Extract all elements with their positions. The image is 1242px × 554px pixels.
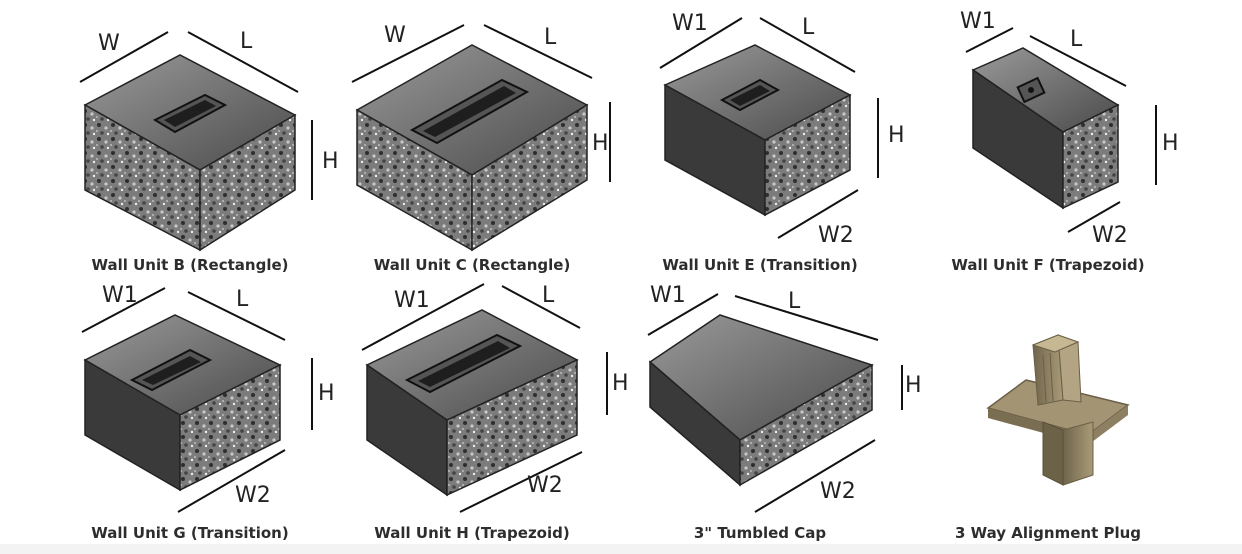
dim-l-label: L	[544, 25, 557, 50]
dim-h-label: H	[592, 131, 609, 156]
unit-cell-plug: 3 Way Alignment Plug	[898, 280, 1198, 548]
dim-h-label: H	[1162, 131, 1179, 156]
wall-unit-h-illustration: W1 L H W2	[361, 283, 629, 513]
dim-l-label: L	[788, 289, 801, 314]
unit-cell-h: W1 L H W2 Wall Unit H (Trapezoid)	[322, 280, 629, 548]
dim-w1-label: W1	[672, 11, 708, 36]
dim-l-label: L	[542, 283, 555, 308]
dim-l-label: L	[802, 15, 815, 40]
wall-unit-c-illustration: W L H	[351, 23, 611, 252]
dim-h-label: H	[612, 371, 629, 396]
dim-h-label: H	[318, 381, 335, 406]
dim-h-label: H	[905, 373, 922, 398]
unit-label: Wall Unit E (Transition)	[662, 256, 858, 274]
unit-label: Wall Unit G (Transition)	[91, 524, 289, 542]
dim-w-label: W	[98, 31, 120, 56]
dim-h-label: H	[888, 123, 905, 148]
dim-h-label: H	[322, 149, 339, 174]
unit-cell-cap: W1 L H W2 3" Tumbled Cap	[610, 280, 922, 548]
unit-cell-e: W1 L H W2 Wall Unit E (Transition)	[610, 10, 910, 278]
unit-label: Wall Unit H (Trapezoid)	[374, 524, 570, 542]
unit-cell-b: W L H Wall Unit B (Rectangle)	[40, 10, 340, 278]
dim-w2-label: W2	[527, 473, 563, 498]
unit-label: Wall Unit C (Rectangle)	[373, 256, 571, 274]
dim-w1-label: W1	[394, 288, 430, 313]
dim-w2-label: W2	[820, 479, 856, 504]
unit-label: Wall Unit B (Rectangle)	[91, 256, 289, 274]
unit-label: Wall Unit F (Trapezoid)	[951, 256, 1145, 274]
dim-l-label: L	[1070, 27, 1083, 52]
wall-unit-e-illustration: W1 L H W2	[659, 11, 905, 248]
alignment-plug-illustration	[986, 334, 1130, 486]
dim-w2-label: W2	[235, 483, 271, 508]
bottom-band	[0, 544, 1242, 554]
dim-w-label: W	[384, 23, 406, 48]
wall-unit-f-illustration: W1 L H W2	[960, 9, 1179, 248]
dim-w1-label: W1	[102, 283, 138, 308]
unit-label: 3" Tumbled Cap	[693, 524, 827, 542]
dim-w1-label: W1	[650, 283, 686, 308]
tumbled-cap-illustration: W1 L H W2	[647, 283, 922, 513]
dim-w2-label: W2	[1092, 223, 1128, 248]
unit-cell-f: W1 L H W2 Wall Unit F (Trapezoid)	[898, 9, 1198, 278]
unit-cell-c: W L H Wall Unit C (Rectangle)	[322, 10, 622, 278]
dim-w1-label: W1	[960, 9, 996, 34]
unit-label: 3 Way Alignment Plug	[954, 524, 1142, 542]
wall-unit-g-illustration: W1 L H W2	[81, 283, 335, 513]
dim-l-label: L	[236, 287, 249, 312]
unit-cell-g: W1 L H W2 Wall Unit G (Transition)	[40, 280, 340, 548]
dim-w2-label: W2	[818, 223, 854, 248]
wall-unit-b-illustration: W L H	[79, 29, 339, 252]
dim-l-label: L	[240, 29, 253, 54]
